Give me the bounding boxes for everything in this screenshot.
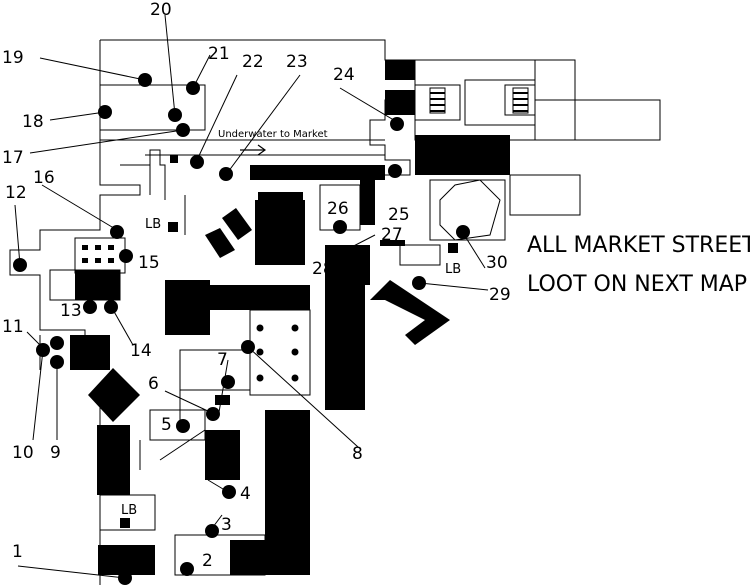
marker-label: 12 [5, 183, 27, 203]
loot-point [180, 562, 194, 576]
loot-point [138, 73, 152, 87]
loot-point [190, 155, 204, 169]
loot-point [50, 336, 64, 350]
loot-point [219, 167, 233, 181]
loot-point [118, 571, 132, 585]
loot-point [176, 419, 190, 433]
room-dots [82, 245, 299, 382]
loot-point [83, 300, 97, 314]
loot-point [388, 164, 402, 178]
marker-label: 25 [388, 205, 410, 225]
banner-line-1: ALL MARKET STREET [527, 233, 750, 258]
loot-point [36, 343, 50, 357]
loot-point [390, 117, 404, 131]
marker-label: 10 [12, 443, 34, 463]
marker-labels: 1 2 3 4 5 6 7 8 9 10 11 12 13 14 15 16 1… [2, 0, 511, 571]
loot-point [333, 220, 347, 234]
marker-label: 23 [286, 52, 308, 72]
loot-point [50, 355, 64, 369]
banner-line-2: LOOT ON NEXT MAP [527, 272, 747, 297]
marker-label: 9 [50, 443, 61, 463]
marker-label: 19 [2, 48, 24, 68]
loot-point [412, 276, 426, 290]
marker-label: 5 [161, 415, 172, 435]
loot-point [104, 300, 118, 314]
lootbox-label: LB [445, 262, 461, 277]
loot-point [110, 225, 124, 239]
lootbox-label: LB [145, 217, 161, 232]
loot-point [336, 245, 350, 259]
map-solids [70, 60, 510, 575]
marker-label: 13 [60, 301, 82, 321]
marker-label: 18 [22, 112, 44, 132]
marker-label: 26 [327, 199, 349, 219]
loot-point [176, 123, 190, 137]
loot-point [13, 258, 27, 272]
marker-label: 2 [202, 551, 213, 571]
marker-label: 1 [12, 542, 23, 562]
loot-point [98, 105, 112, 119]
loot-point [221, 375, 235, 389]
loot-points [13, 73, 470, 585]
loot-point [205, 524, 219, 538]
marker-label: 24 [333, 65, 355, 85]
loot-point [336, 271, 350, 285]
loot-point [222, 485, 236, 499]
map-banner: ALL MARKET STREET LOOT ON NEXT MAP [527, 233, 750, 297]
hatched-doors [429, 87, 529, 114]
marker-label: 20 [150, 0, 172, 20]
loot-point [119, 249, 133, 263]
marker-label: 30 [486, 253, 508, 273]
marker-label: 11 [2, 317, 24, 337]
loot-point [206, 407, 220, 421]
marker-label: 16 [33, 168, 55, 188]
marker-label: 29 [489, 285, 511, 305]
marker-label: 27 [381, 225, 403, 245]
marker-label: 21 [208, 44, 230, 64]
marker-label: 3 [221, 515, 232, 535]
marker-label: 6 [148, 374, 159, 394]
marker-label: 17 [2, 148, 24, 168]
loot-point [186, 81, 200, 95]
route-note: Underwater to Market [218, 129, 328, 140]
marker-label: 8 [352, 444, 363, 464]
marker-label: 22 [242, 52, 264, 72]
marker-label: 28 [312, 259, 334, 279]
lootbox-label: LB [121, 503, 137, 518]
loot-point [168, 108, 182, 122]
marker-label: 4 [240, 484, 251, 504]
loot-point [456, 225, 470, 239]
route-note-group: Underwater to Market [218, 129, 328, 156]
marker-label: 7 [217, 350, 228, 370]
loot-point [241, 340, 255, 354]
marker-label: 15 [138, 253, 160, 273]
marker-label: 14 [130, 341, 152, 361]
lootbox-labels: LB LB LB [121, 217, 461, 518]
